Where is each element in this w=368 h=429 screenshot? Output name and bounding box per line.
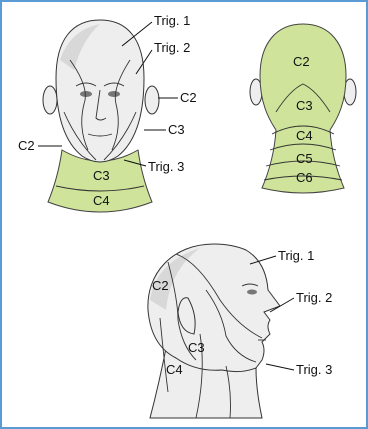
label-back-c4: C4 — [296, 128, 313, 143]
label-front-c2-left: C2 — [18, 138, 35, 153]
label-front-trig1: Trig. 1 — [154, 13, 190, 28]
label-side-trig1: Trig. 1 — [278, 248, 314, 263]
label-front-c4-neck: C4 — [93, 193, 110, 208]
label-front-trig3: Trig. 3 — [148, 159, 184, 174]
label-back-c2: C2 — [293, 54, 310, 69]
label-side-c2: C2 — [152, 278, 169, 293]
side-head-illustration — [148, 244, 280, 418]
label-front-trig2: Trig. 2 — [154, 40, 190, 55]
label-front-c3-right: C3 — [168, 122, 185, 137]
label-back-c3: C3 — [296, 98, 313, 113]
front-head-illustration — [43, 20, 159, 212]
label-front-c3-neck: C3 — [93, 168, 110, 183]
label-front-c2-right: C2 — [180, 90, 197, 105]
label-back-c6: C6 — [296, 170, 313, 185]
label-side-trig3: Trig. 3 — [296, 362, 332, 377]
label-back-c5: C5 — [296, 151, 313, 166]
label-side-trig2: Trig. 2 — [296, 290, 332, 305]
label-side-c4: C4 — [166, 362, 183, 377]
side-face — [148, 244, 280, 372]
label-side-c3: C3 — [188, 340, 205, 355]
